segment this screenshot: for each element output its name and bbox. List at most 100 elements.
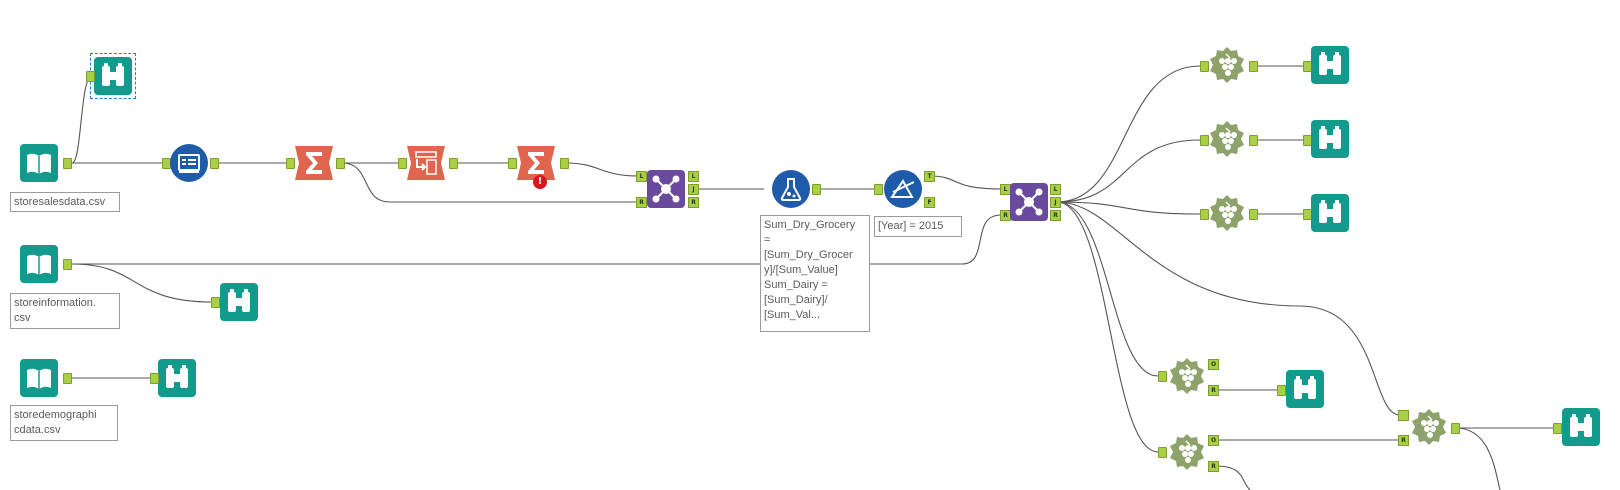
output-anchor[interactable] [63, 373, 72, 384]
filter-icon [884, 170, 922, 208]
formula-tool[interactable] [772, 170, 810, 208]
crosstab-icon [407, 146, 445, 180]
r-tool-input-R[interactable]: R [1398, 435, 1409, 446]
input-anchor[interactable] [211, 297, 220, 308]
join-tool-1[interactable] [647, 170, 685, 208]
binoculars-icon [158, 359, 196, 397]
join-output-J[interactable]: J [1050, 197, 1061, 208]
join-output-R[interactable]: R [1050, 210, 1061, 221]
input-anchor[interactable] [398, 158, 407, 169]
input-anchor[interactable] [1277, 385, 1286, 396]
output-anchor[interactable] [812, 184, 821, 195]
input-data-tool-storesales[interactable] [20, 144, 58, 182]
book-icon [20, 245, 58, 283]
filter-output-T[interactable]: T [924, 171, 935, 182]
grapes-r-icon [1170, 434, 1204, 470]
input-anchor[interactable] [286, 158, 295, 169]
input-anchor[interactable] [1200, 135, 1209, 146]
r-cluster-tool-1[interactable] [1168, 357, 1206, 395]
sigma-icon [517, 146, 555, 180]
output-anchor[interactable] [1249, 209, 1258, 220]
browse-tool-storeinfo[interactable] [220, 283, 258, 321]
input-data-tool-storedemo[interactable] [20, 359, 58, 397]
input-data-tool-storeinfo[interactable] [20, 245, 58, 283]
browse-tool-top[interactable] [90, 53, 136, 99]
grapes-r-icon [1412, 409, 1446, 445]
browse-tool-right[interactable] [1562, 408, 1600, 446]
flask-icon [772, 170, 810, 208]
book-icon [20, 144, 58, 182]
filter-tool[interactable] [884, 170, 922, 208]
cluster-output-R[interactable]: R [1208, 385, 1219, 396]
r-tool-input[interactable] [1398, 410, 1409, 421]
output-anchor[interactable] [63, 259, 72, 270]
r-cluster-tool-2[interactable] [1168, 433, 1206, 471]
r-tool-1[interactable] [1208, 46, 1246, 84]
join-input-R[interactable]: R [636, 197, 647, 208]
join-output-J[interactable]: J [688, 184, 699, 195]
cluster-output-O[interactable]: O [1208, 359, 1219, 370]
input-anchor[interactable] [874, 184, 883, 195]
annotation-filter: [Year] = 2015 [874, 216, 962, 237]
browse-tool-r3[interactable] [1311, 194, 1349, 232]
join-icon [1010, 183, 1048, 221]
grapes-r-icon [1210, 195, 1244, 231]
output-anchor[interactable] [336, 158, 345, 169]
cluster-output-R[interactable]: R [1208, 461, 1219, 472]
binoculars-icon [1311, 120, 1349, 158]
input-anchor[interactable] [508, 158, 517, 169]
binoculars-icon [1311, 46, 1349, 84]
r-tool-right[interactable] [1410, 408, 1448, 446]
browse-tool-r2[interactable] [1311, 120, 1349, 158]
connection-wires [71, 65, 1558, 490]
annotation-storeinfo: storeinformation. csv [10, 293, 120, 329]
grapes-r-icon [1210, 121, 1244, 157]
output-anchor[interactable] [449, 158, 458, 169]
browse-tool-storedemo[interactable] [158, 359, 196, 397]
binoculars-icon [220, 283, 258, 321]
annotation-formula: Sum_Dry_Grocery = [Sum_Dry_Grocer y]/[Su… [760, 215, 870, 332]
input-anchor[interactable] [150, 373, 159, 384]
output-anchor[interactable] [1451, 423, 1460, 434]
output-anchor[interactable] [560, 158, 569, 169]
binoculars-icon [94, 57, 132, 95]
crosstab-tool[interactable] [407, 144, 445, 182]
browse-tool-r1[interactable] [1311, 46, 1349, 84]
join-output-L[interactable]: L [688, 171, 699, 182]
binoculars-icon [1286, 370, 1324, 408]
output-anchor[interactable] [210, 158, 219, 169]
r-tool-2[interactable] [1208, 120, 1246, 158]
join-output-R[interactable]: R [688, 197, 699, 208]
binoculars-icon [1562, 408, 1600, 446]
output-anchor[interactable] [1249, 61, 1258, 72]
r-tool-3[interactable] [1208, 194, 1246, 232]
input-anchor[interactable] [1158, 447, 1167, 458]
input-anchor[interactable] [1200, 209, 1209, 220]
grapes-r-icon [1210, 47, 1244, 83]
grapes-r-icon [1170, 358, 1204, 394]
input-anchor[interactable] [1158, 371, 1167, 382]
join-icon [647, 170, 685, 208]
select-icon [170, 144, 208, 182]
output-anchor[interactable] [63, 158, 72, 169]
cluster-output-O[interactable]: O [1208, 435, 1219, 446]
annotation-storedemo: storedemographi cdata.csv [10, 405, 118, 441]
book-icon [20, 359, 58, 397]
sigma-icon [295, 146, 333, 180]
join-input-L[interactable]: L [636, 171, 647, 182]
join-tool-2[interactable] [1010, 183, 1048, 221]
select-tool[interactable] [170, 144, 208, 182]
input-anchor[interactable] [1553, 423, 1562, 434]
binoculars-icon [1311, 194, 1349, 232]
filter-output-F[interactable]: F [924, 197, 935, 208]
summarize-tool-1[interactable] [295, 144, 333, 182]
error-icon: ! [533, 175, 547, 189]
input-anchor[interactable] [86, 71, 95, 82]
annotation-storesales: storesalesdata.csv [10, 192, 120, 212]
input-anchor[interactable] [1200, 61, 1209, 72]
summarize-tool-2[interactable] [517, 144, 555, 182]
browse-tool-cluster[interactable] [1286, 370, 1324, 408]
join-output-L[interactable]: L [1050, 184, 1061, 195]
output-anchor[interactable] [1249, 135, 1258, 146]
